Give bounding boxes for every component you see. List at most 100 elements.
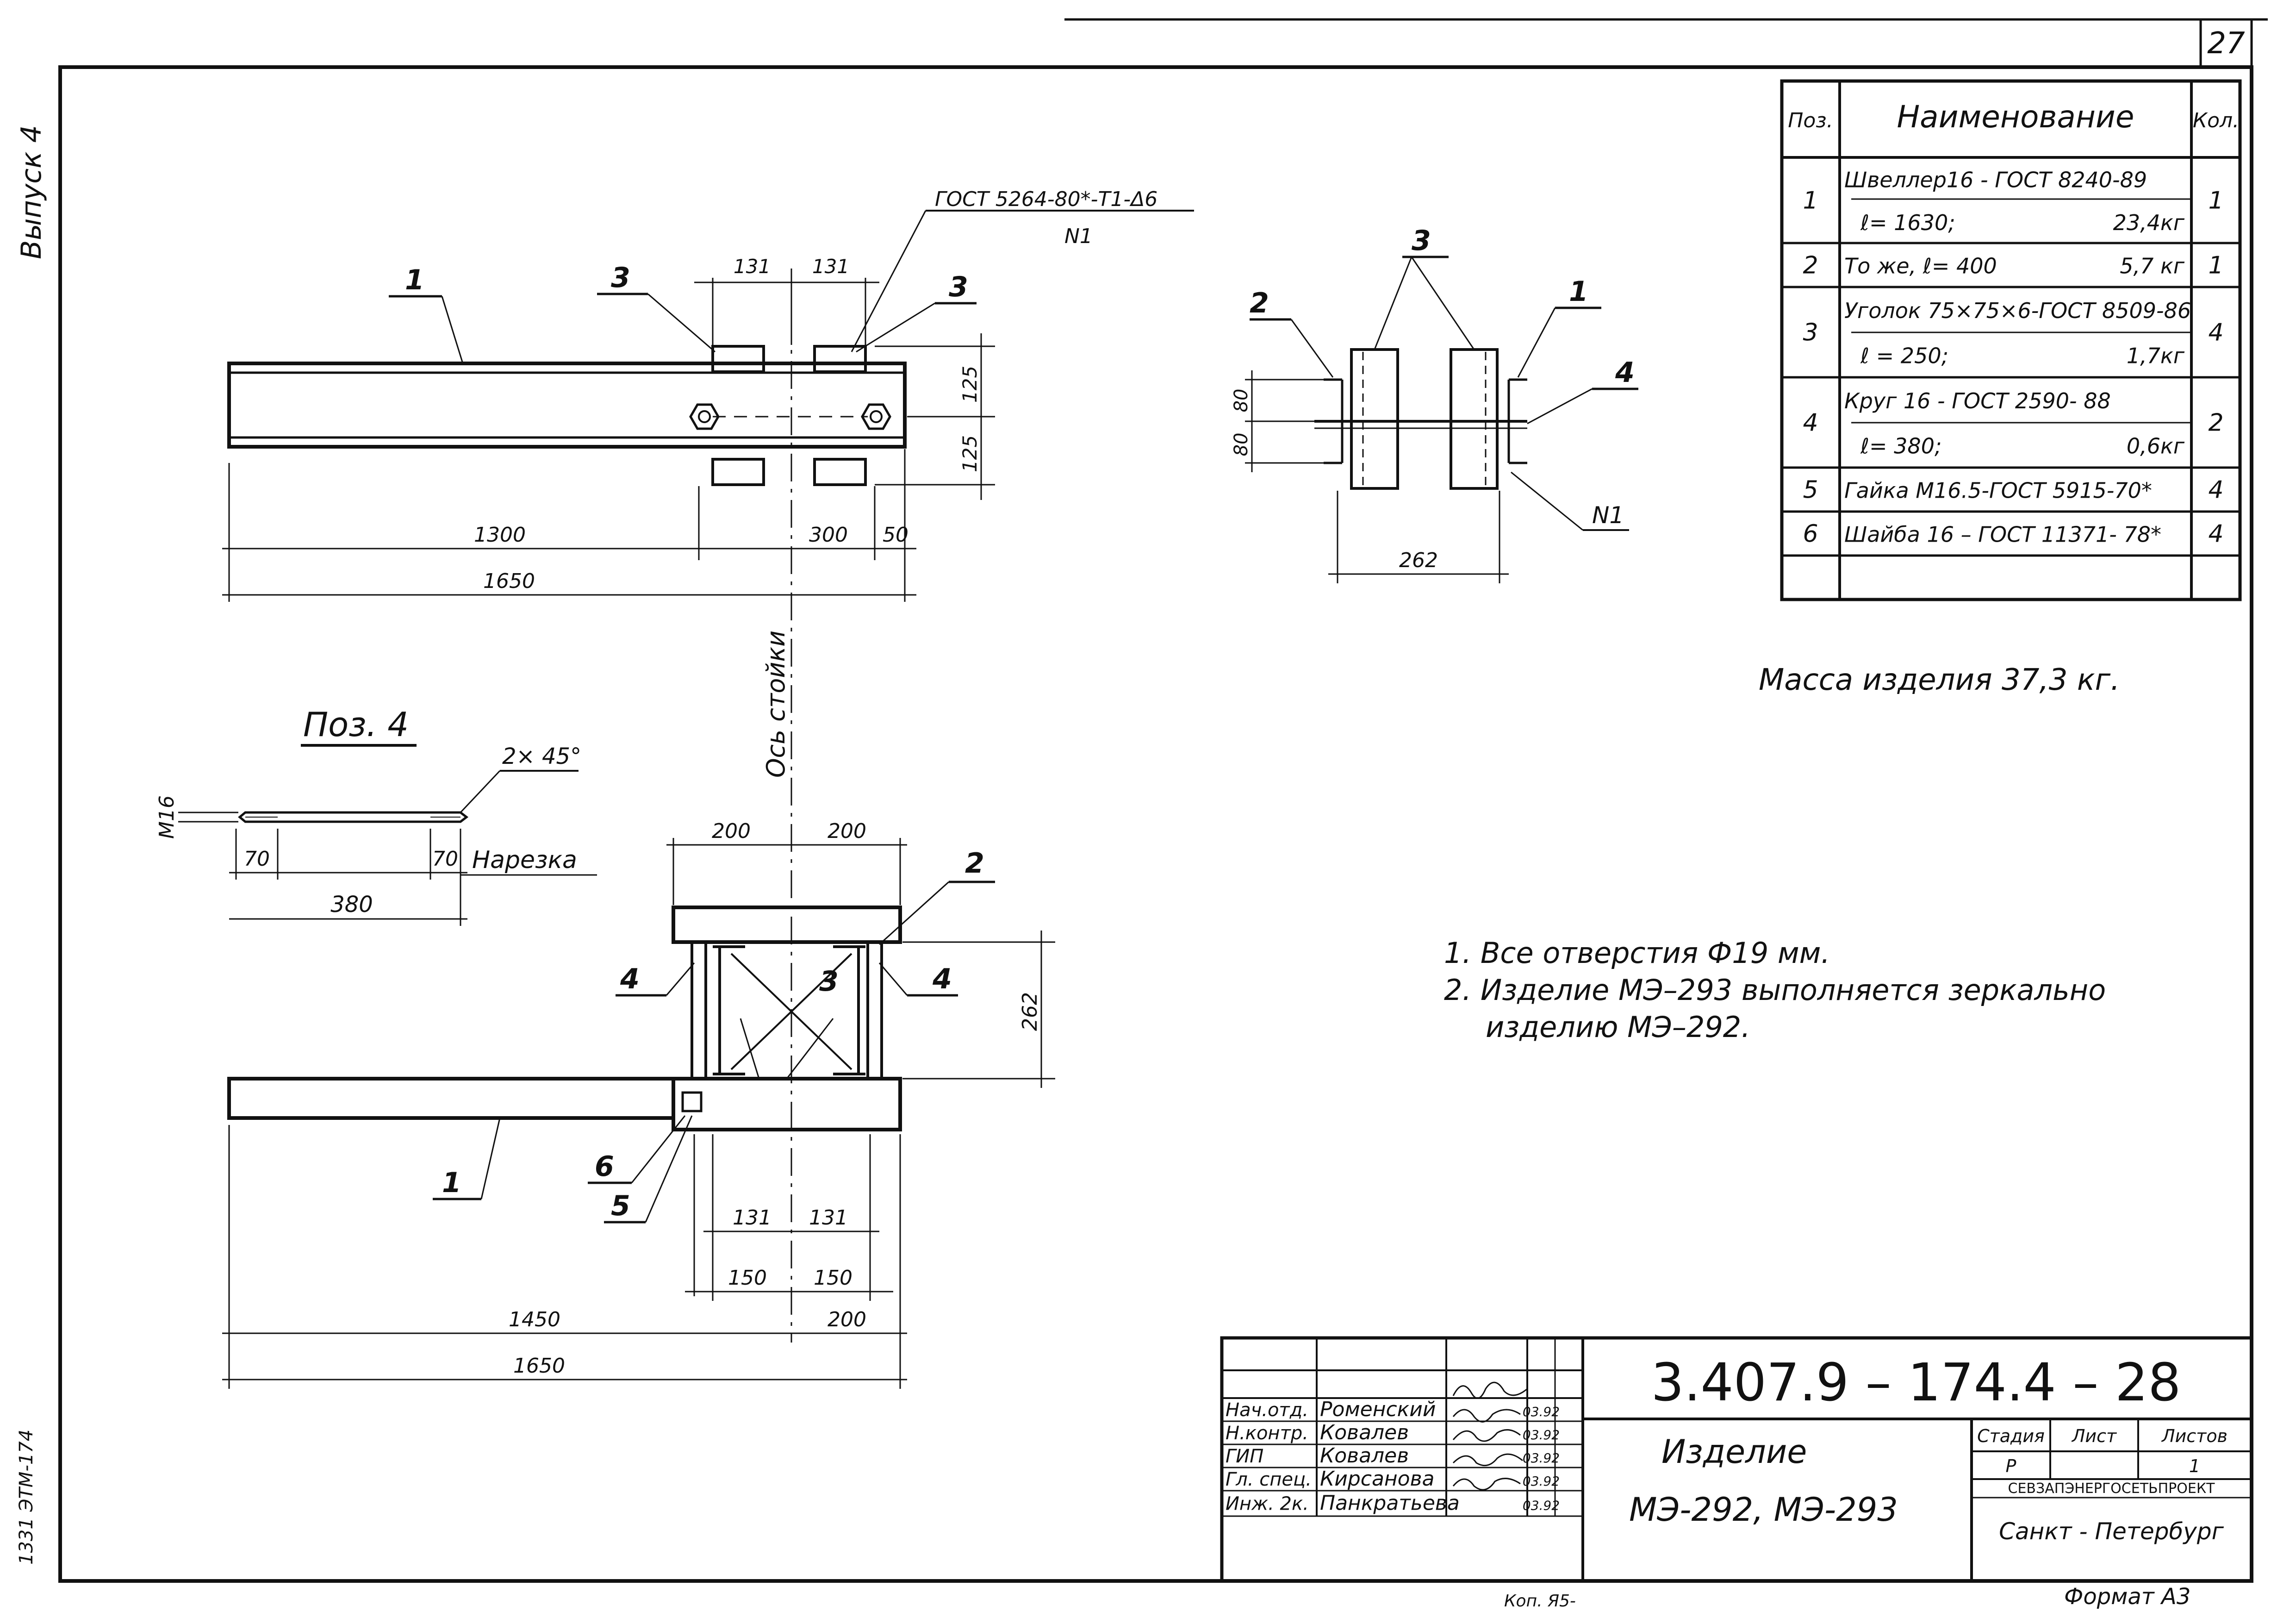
spec-row-name: Шайба 16 – ГОСТ 11371- 78*: [1844, 522, 2161, 547]
spec-row-name: ℓ= 380;: [1860, 433, 1941, 458]
staff-role: Инж. 2к.: [1226, 1493, 1309, 1515]
top-view: [222, 210, 1194, 602]
spec-row-qty: 4: [2208, 520, 2223, 548]
spec-row-mass: 1,7кг: [2127, 343, 2185, 368]
sheets-header: Листов: [2161, 1426, 2228, 1446]
section-pos-1: 1: [1569, 275, 1588, 308]
bottom-dim-1650: 1650: [513, 1354, 565, 1378]
staff-role: Гл. спец.: [1226, 1469, 1312, 1490]
detail-thread-label: Нарезка: [472, 846, 577, 874]
sheets-value: 1: [2189, 1456, 2200, 1476]
title-block: [1220, 1336, 2253, 1583]
note-2: 2. Изделие МЭ–293 выполняется зеркально: [1444, 973, 2106, 1007]
bottom-dim-150b: 150: [814, 1266, 852, 1290]
spec-row-name: Уголок 75×75×6-ГОСТ 8509-86: [1844, 298, 2191, 323]
mass-note: Масса изделия 37,3 кг.: [1759, 663, 2120, 697]
bottom-pos-4b: 4: [932, 963, 952, 995]
section-dim-80a: 80: [1231, 389, 1252, 412]
spec-row-qty: 4: [2208, 319, 2223, 347]
detail-length: 380: [330, 892, 373, 918]
spec-header-name: Наименование: [1897, 99, 2134, 135]
detail-title: Поз. 4: [303, 705, 409, 744]
staff-date: 03.92: [1523, 1427, 1560, 1443]
bottom-pos-5: 5: [611, 1190, 630, 1222]
top-dim-131b: 131: [812, 255, 849, 278]
spec-row-name: Круг 16 - ГОСТ 2590- 88: [1844, 388, 2111, 413]
signature-5: [1452, 1478, 1521, 1491]
detail-pos4: [178, 744, 597, 926]
top-dim-300: 300: [809, 523, 848, 547]
side-label-top: Выпуск 4: [15, 125, 48, 259]
staff-role: Нач.отд.: [1226, 1399, 1308, 1421]
spec-row-mass: 23,4кг: [2113, 210, 2185, 235]
spec-row-qty: 2: [2208, 409, 2223, 437]
bottom-dim-262: 262: [1018, 992, 1042, 1031]
detail-chamfer: 2× 45°: [502, 743, 581, 769]
bottom-dim-131b: 131: [809, 1206, 848, 1230]
top-dim-50: 50: [883, 523, 908, 547]
bottom-view: [222, 838, 1055, 1389]
product-line-2: МЭ-292, МЭ-293: [1629, 1491, 1898, 1529]
detail-dim-70b: 70: [432, 847, 458, 871]
section-pos-4: 4: [1615, 356, 1635, 389]
staff-name: Ковалев: [1320, 1421, 1409, 1444]
side-label-bottom: 1331 ЭТМ-174: [16, 1430, 37, 1565]
staff-date: 03.92: [1523, 1404, 1560, 1419]
section-weld-label: N1: [1592, 502, 1624, 529]
spec-row-name: То же, ℓ= 400: [1844, 254, 1997, 279]
top-pos-3b: 3: [949, 271, 968, 303]
bottom-dim-200b: 200: [828, 819, 866, 843]
bottom-dim-1450: 1450: [509, 1308, 560, 1331]
section-pos-2: 2: [1250, 287, 1269, 319]
column-axis-label: Ось стойки: [761, 631, 790, 778]
spec-row-qty: 1: [2208, 252, 2223, 280]
spec-row-name: Гайка М16.5-ГОСТ 5915-70*: [1844, 478, 2152, 503]
organization: СЕВЗАПЭНЕРГОСЕТЬПРОЕКТ: [2008, 1480, 2215, 1497]
sheet-frame: [58, 18, 2268, 1583]
staff-role: Н.контр.: [1226, 1423, 1308, 1444]
signature-4: [1452, 1453, 1523, 1467]
spec-row-pos: 1: [1803, 187, 1818, 215]
top-pos-1: 1: [405, 264, 424, 296]
top-dim-1300: 1300: [474, 523, 526, 547]
spec-row-qty: 1: [2208, 187, 2223, 215]
top-dim-131a: 131: [734, 255, 771, 278]
spec-header-qty: Кол.: [2193, 109, 2239, 132]
section-dim-80b: 80: [1231, 433, 1252, 456]
top-dim-125a: 125: [958, 366, 981, 403]
stage-value: Р: [2006, 1456, 2016, 1476]
signature-3: [1452, 1429, 1521, 1442]
spec-row-pos: 4: [1803, 409, 1818, 437]
doc-code: 3.407.9 – 174.4 – 28: [1651, 1353, 2181, 1413]
spec-row-pos: 5: [1803, 476, 1818, 504]
note-1: 1. Все отверстия Ф19 мм.: [1444, 936, 1830, 970]
bottom-dim-200a: 200: [712, 819, 751, 843]
staff-role: ГИП: [1226, 1446, 1263, 1467]
stage-header: Стадия: [1977, 1426, 2045, 1446]
staff-name: Роменский: [1320, 1398, 1436, 1421]
spec-row-name: ℓ = 250;: [1860, 343, 1948, 368]
top-pos-3a: 3: [611, 262, 630, 294]
spec-row-qty: 4: [2208, 476, 2223, 504]
top-gost-label: ГОСТ 5264-80*-Т1-Δ6: [935, 187, 1157, 211]
bottom-pos-2: 2: [965, 847, 984, 880]
bottom-pos-4a: 4: [620, 963, 640, 995]
product-line-1: Изделие: [1661, 1433, 1807, 1471]
spec-row-pos: 6: [1803, 520, 1818, 548]
spec-row-mass: 5,7 кг: [2120, 254, 2185, 279]
copy-label: Коп. Я5-: [1504, 1592, 1576, 1611]
spec-row-name: ℓ= 1630;: [1860, 210, 1955, 235]
section-dim-262: 262: [1399, 549, 1438, 572]
city: Санкт - Петербург: [1999, 1518, 2224, 1545]
detail-thread: М16: [155, 795, 179, 839]
top-dim-125b: 125: [958, 435, 981, 472]
staff-name: Кирсанова: [1320, 1467, 1435, 1491]
note-3: изделию МЭ–292.: [1486, 1010, 1750, 1044]
section-view: [1245, 256, 1638, 583]
bottom-pos-3: 3: [819, 965, 839, 998]
section-pos-3: 3: [1412, 225, 1431, 257]
spec-row-pos: 2: [1803, 252, 1818, 280]
